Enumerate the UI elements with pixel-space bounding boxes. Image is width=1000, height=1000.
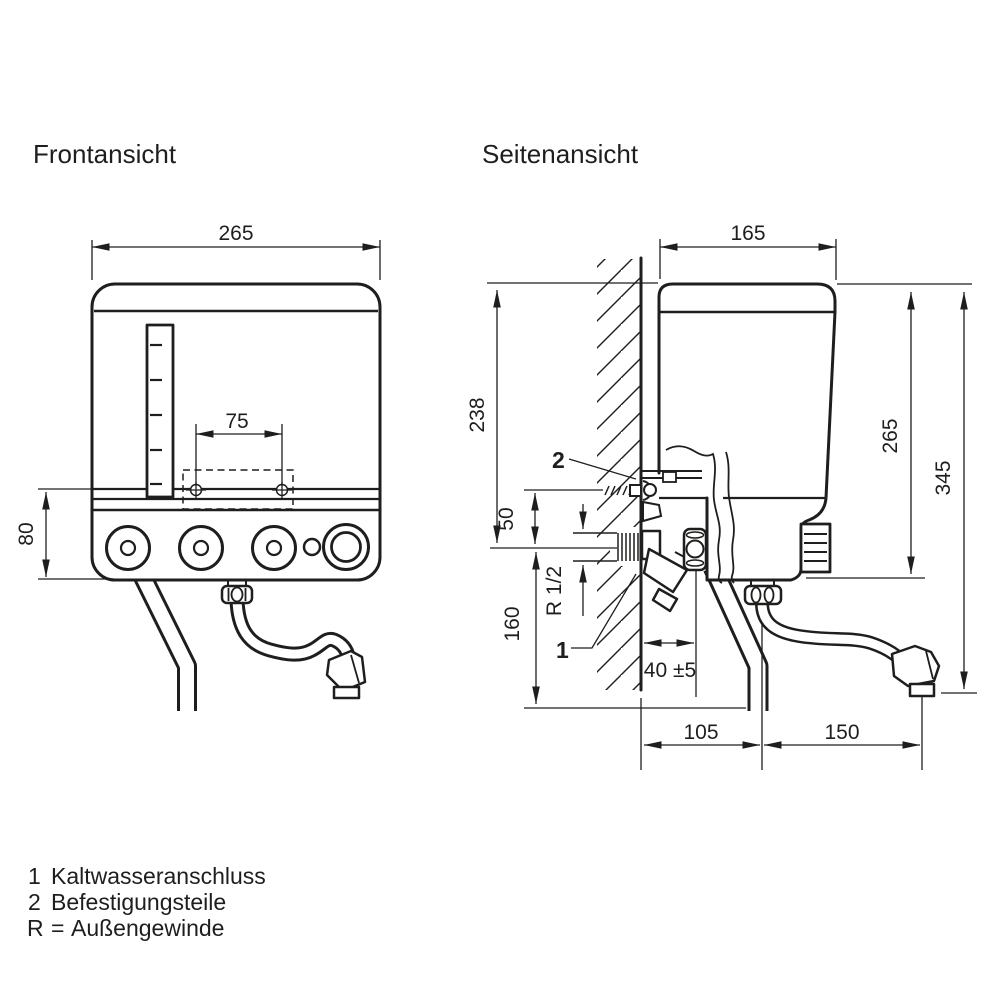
dim-label-wall-offset: 40 ±5 [644, 659, 696, 682]
legend-row-3: R = Außengewinde [27, 915, 224, 941]
knob-2 [178, 525, 224, 571]
hose-nozzle [332, 685, 361, 700]
dim-inlet-to-bottom: 160 [501, 552, 746, 709]
dim-drain-to-spout: 150 [764, 721, 920, 749]
control-knobs [105, 523, 370, 571]
dim-total-height: 345 [932, 292, 977, 694]
callout-fixing-parts: 2 [552, 447, 637, 480]
cold-water-valve [642, 527, 708, 697]
annotation-thread: R 1/2 [543, 504, 587, 616]
cold-water-inlet-thread [490, 529, 662, 562]
dim-label-top-to-inlet: 238 [466, 397, 489, 432]
front-view: 265 75 80 [15, 222, 382, 711]
legend-label-2: Befestigungsteile [51, 889, 226, 915]
legend-label-1: Kaltwasseranschluss [51, 863, 266, 889]
knob-3 [251, 525, 297, 571]
legend-label-3: Außengewinde [71, 915, 224, 941]
side-view-title: Seitenansicht [482, 139, 639, 169]
callout-2-label: 2 [552, 447, 565, 473]
legend-separator: = [51, 915, 64, 941]
dim-label-body-height: 265 [879, 418, 902, 453]
callout-1-label: 1 [556, 637, 569, 663]
side-drain-pipe [703, 562, 769, 711]
legend: 1 Kaltwasseranschluss 2 Befestigungsteil… [27, 863, 266, 941]
dim-wall-to-drain: 105 [640, 698, 760, 770]
hose-end-fitting [325, 649, 367, 693]
dim-bracket-to-inlet: 50 [495, 489, 603, 544]
side-view: 165 238 50 160 R 1/2 2 [466, 222, 977, 770]
knob-1 [105, 525, 151, 571]
dim-label-drain-to-spout: 150 [824, 721, 859, 744]
dim-body-height: 265 [806, 283, 972, 579]
front-view-title: Frontansicht [33, 139, 177, 169]
dim-depth: 165 [659, 222, 837, 280]
dim-front-lower-height: 80 [15, 488, 111, 580]
dim-label-front-lower-height: 80 [15, 522, 38, 545]
cutaway-break-lines [665, 445, 735, 584]
dim-front-width: 265 [91, 222, 381, 280]
dim-top-to-inlet: 238 [466, 290, 501, 543]
dim-label-total-height: 345 [932, 460, 955, 495]
mounting-bracket [604, 470, 702, 523]
dim-label-hole-spacing: 75 [225, 410, 248, 433]
hose-union-nut [220, 580, 254, 605]
legend-row-1: 1 Kaltwasseranschluss [28, 863, 266, 889]
spout-outlet-fitting [890, 644, 941, 688]
legend-key-3: R [27, 915, 44, 941]
callout-cold-water: 1 [556, 573, 637, 663]
dim-label-front-width: 265 [218, 222, 253, 245]
outlet-ring [322, 523, 370, 571]
front-drain-pipe [134, 572, 197, 711]
dim-label-wall-to-drain: 105 [683, 721, 718, 744]
front-outlet-hose [229, 599, 367, 700]
indicator-lamp [302, 537, 322, 557]
dim-label-depth: 165 [730, 222, 765, 245]
dim-wall-offset: 40 ±5 [644, 639, 696, 682]
dim-hole-spacing: 75 [195, 410, 283, 486]
outlet-spout [743, 580, 941, 770]
ribbed-connector [799, 522, 832, 574]
dim-label-bracket-to-inlet: 50 [495, 507, 518, 530]
legend-key-2: 2 [28, 889, 41, 915]
dim-label-inlet-to-bottom: 160 [501, 606, 524, 641]
wall-screw [604, 484, 642, 497]
spout-nozzle [908, 682, 936, 698]
dim-label-thread: R 1/2 [543, 566, 566, 616]
legend-key-1: 1 [28, 863, 41, 889]
water-level-gauge [145, 323, 175, 499]
spout-union-nut [743, 584, 783, 606]
legend-row-2: 2 Befestigungsteile [28, 889, 226, 915]
